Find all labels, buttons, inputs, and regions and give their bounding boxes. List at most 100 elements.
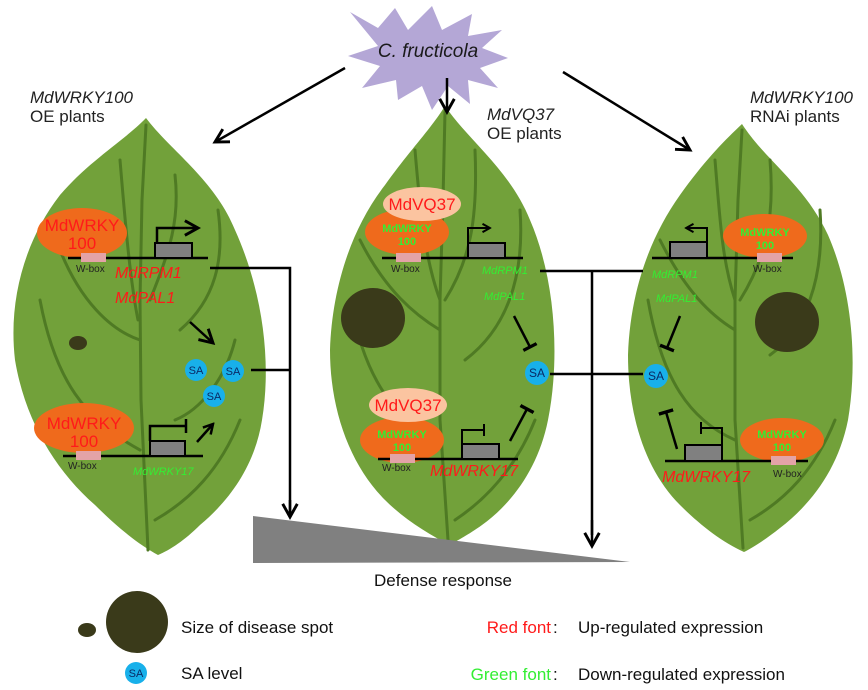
legend-spot-small-icon bbox=[78, 623, 96, 637]
w-box-label: W-box bbox=[68, 461, 97, 472]
legend-red-key: Red font bbox=[487, 618, 552, 637]
panel-right-title-type: RNAi plants bbox=[750, 107, 840, 126]
transcription-start-arrow bbox=[467, 228, 490, 243]
mdwrky100-protein bbox=[360, 417, 444, 463]
mdvq37-protein bbox=[369, 388, 447, 422]
center-upper-promoter: MdWRKY 100 MdVQ37 W-box bbox=[365, 187, 523, 275]
right-upper-promoter: MdWRKY 100 W-box bbox=[652, 214, 807, 275]
defense-response-label: Defense response bbox=[374, 571, 512, 590]
gene-mdwrky17: MdWRKY17 bbox=[133, 466, 194, 478]
svg-text:SA: SA bbox=[207, 391, 222, 403]
center-lower-promoter: MdWRKY 100 MdVQ37 W-box bbox=[360, 388, 518, 474]
gene-mdrpm1: MdRPM1 bbox=[482, 265, 528, 277]
w-box bbox=[771, 456, 796, 465]
legend-spot-large-icon bbox=[106, 591, 168, 653]
mdwrky100-label-line1: MdWRKY bbox=[45, 216, 120, 235]
panel-center-title-type: OE plants bbox=[487, 124, 562, 143]
pathogen-burst: C. fructicola bbox=[348, 6, 508, 110]
disease-spot-large bbox=[341, 288, 405, 348]
w-box-label: W-box bbox=[753, 264, 782, 275]
legend-sa-icon-text: SA bbox=[129, 668, 144, 680]
legend-green-colon: : bbox=[553, 665, 558, 684]
disease-spot-large bbox=[755, 292, 819, 352]
legend-sa-icon bbox=[125, 662, 147, 684]
sa-molecule: SA bbox=[525, 361, 549, 385]
w-box-label: W-box bbox=[382, 463, 411, 474]
panel-right-title-gene: MdWRKY100 bbox=[750, 88, 854, 107]
inhibit-pal1-to-sa bbox=[659, 315, 682, 353]
mdwrky100-label-line2: 100 bbox=[70, 432, 98, 451]
mdwrky100-label-line1: MdWRKY bbox=[740, 227, 790, 239]
pathogen-label: C. fructicola bbox=[378, 41, 478, 62]
mdvq37-label: MdVQ37 bbox=[374, 396, 441, 415]
gene-box bbox=[149, 440, 186, 457]
leaf-right bbox=[628, 124, 853, 552]
transcription-start-block bbox=[461, 429, 484, 444]
gene-mdpal1: MdPAL1 bbox=[656, 293, 697, 305]
mdwrky100-protein bbox=[34, 403, 134, 453]
gene-mdrpm1: MdRPM1 bbox=[652, 269, 698, 281]
svg-text:SA: SA bbox=[529, 366, 545, 380]
inhibit-pal1-to-sa bbox=[512, 315, 538, 352]
mdwrky100-label-line1: MdWRKY bbox=[757, 429, 807, 441]
inhibit-wrky17-to-sa bbox=[508, 404, 535, 442]
mdwrky100-label-line1: MdWRKY bbox=[382, 223, 432, 235]
mdwrky100-label-line2: 100 bbox=[773, 442, 791, 454]
w-box-label: W-box bbox=[391, 264, 420, 275]
legend-red-colon: : bbox=[553, 618, 558, 637]
legend-spot-label: Size of disease spot bbox=[181, 618, 333, 637]
legend-sa-label: SA level bbox=[181, 664, 242, 683]
mdwrky100-label-line2: 100 bbox=[68, 234, 96, 253]
gene-mdwrky17: MdWRKY17 bbox=[662, 469, 751, 486]
w-box bbox=[76, 451, 101, 460]
mdwrky100-label-line2: 100 bbox=[398, 236, 416, 248]
transcription-start-block bbox=[148, 424, 186, 441]
mdwrky100-label-line2: 100 bbox=[756, 240, 774, 252]
transcription-start-block bbox=[701, 427, 723, 445]
defense-response-wedge bbox=[253, 516, 630, 563]
sa-molecule: SA bbox=[644, 364, 668, 388]
inhibit-wrky17-to-sa bbox=[658, 408, 679, 450]
mdwrky100-protein bbox=[37, 208, 127, 258]
sa-molecule: SA bbox=[185, 359, 207, 381]
mdwrky100-label-line1: MdWRKY bbox=[377, 429, 427, 441]
w-box-label: W-box bbox=[76, 264, 105, 275]
left-lower-promoter: MdWRKY 100 W-box bbox=[34, 403, 203, 472]
gene-box bbox=[461, 443, 500, 460]
mdwrky100-protein bbox=[723, 214, 807, 258]
right-lower-promoter: MdWRKY 100 W-box bbox=[665, 418, 824, 480]
gene-box bbox=[669, 241, 708, 259]
leaf-veins bbox=[646, 128, 837, 550]
legend-red-desc: Up-regulated expression bbox=[578, 618, 763, 637]
w-box-label: W-box bbox=[773, 469, 802, 480]
w-box bbox=[81, 253, 106, 262]
mdwrky100-label-line2: 100 bbox=[393, 442, 411, 454]
transcription-start-arrow bbox=[686, 228, 708, 242]
gene-mdpal1: MdPAL1 bbox=[484, 291, 525, 303]
leaf-left bbox=[13, 118, 266, 555]
w-box bbox=[390, 454, 415, 463]
mdvq37-protein bbox=[383, 187, 461, 221]
transcription-start-arrow bbox=[155, 228, 198, 243]
gene-box bbox=[154, 242, 193, 259]
arrow-to-left-panel bbox=[215, 66, 346, 142]
left-upper-promoter: MdWRKY 100 W-box bbox=[37, 208, 208, 275]
svg-text:SA: SA bbox=[226, 366, 241, 378]
mdwrky100-label-line1: MdWRKY bbox=[47, 414, 122, 433]
svg-text:SA: SA bbox=[189, 365, 204, 377]
panel-left-title-gene: MdWRKY100 bbox=[30, 88, 134, 107]
mdvq37-label: MdVQ37 bbox=[388, 195, 455, 214]
gene-mdwrky17: MdWRKY17 bbox=[430, 463, 519, 480]
gene-mdrpm1: MdRPM1 bbox=[115, 265, 182, 282]
svg-text:SA: SA bbox=[648, 369, 664, 383]
mdwrky100-protein bbox=[740, 418, 824, 462]
legend-green-desc: Down-regulated expression bbox=[578, 665, 785, 684]
sa-molecule: SA bbox=[222, 360, 244, 382]
disease-spot-small bbox=[69, 336, 87, 350]
w-box bbox=[757, 253, 782, 262]
gene-box bbox=[684, 444, 723, 462]
arrow-pal1-to-sa bbox=[189, 321, 213, 343]
gene-box bbox=[467, 242, 506, 259]
legend-green-key: Green font bbox=[471, 665, 552, 684]
